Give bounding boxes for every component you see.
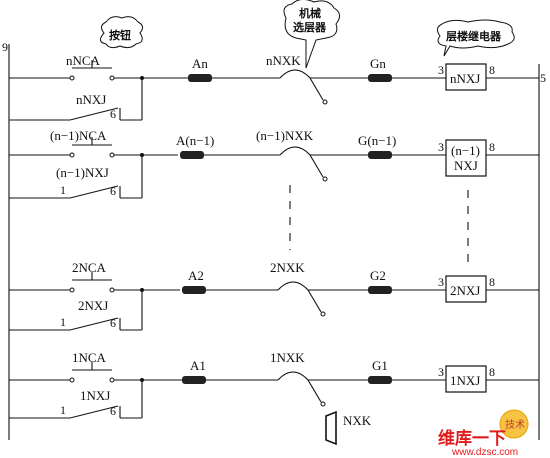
pin6-label: 6 — [110, 404, 116, 418]
pin6-label: 6 — [110, 184, 116, 198]
pin6-label: 6 — [110, 316, 116, 330]
relay-label: 2NXJ — [450, 283, 480, 298]
row-floor-n: nNCA nNXJ 6 An nNXK Gn nNXJ 3 8 — [9, 53, 539, 121]
selector-switch-2NXK — [277, 281, 326, 317]
floor-relay-callout: 层楼继电器 — [436, 19, 515, 57]
diode-A — [182, 376, 206, 384]
row-floor-1: 1NCA 1NXJ 1 6 A1 1NXK G1 1NXJ 3 8 — [9, 350, 539, 419]
diode-A — [188, 74, 212, 82]
contact-label: (n−1)NXJ — [56, 165, 109, 180]
relay-pin-right: 8 — [489, 140, 495, 154]
a-label: A2 — [188, 268, 204, 283]
relay-pin-left: 3 — [438, 140, 444, 154]
selector-label: nNXK — [266, 53, 301, 68]
selector-label: 2NXK — [270, 260, 305, 275]
relay-label: nNXJ — [450, 71, 480, 86]
pin1-label: 1 — [60, 183, 66, 197]
g-label: G(n−1) — [358, 133, 396, 148]
diode-G — [368, 286, 392, 294]
pin1-label: 1 — [60, 403, 66, 417]
g-label: Gn — [370, 56, 386, 71]
button-label: nNCA — [66, 53, 101, 68]
relay-label: 1NXJ — [450, 373, 480, 388]
a-label: An — [192, 56, 208, 71]
a-label: A(n−1) — [176, 133, 214, 148]
watermark-badge-icon — [499, 409, 529, 439]
selector-switch-n1NXK — [279, 146, 328, 182]
svg-text:维库一下: 维库一下 — [438, 428, 506, 449]
relay-box — [445, 63, 487, 91]
push-button-1NCA — [69, 362, 115, 383]
svg-text:机械: 机械 — [299, 6, 321, 20]
button-label: 2NCA — [72, 260, 107, 275]
left-terminal-label: 9 — [2, 40, 8, 54]
svg-text:www.dzsc.com: www.dzsc.com — [451, 447, 518, 458]
right-terminal-label: 5 — [540, 71, 546, 85]
g-label: G1 — [372, 358, 388, 373]
watermark: 技术 维库一下 www.dzsc.com — [438, 409, 529, 458]
svg-text:层楼继电器: 层楼继电器 — [445, 29, 502, 43]
diode-A — [180, 151, 204, 159]
relay-pin-right: 8 — [489, 275, 495, 289]
push-button-2NCA — [69, 272, 115, 293]
diode-G — [368, 376, 392, 384]
diode-G — [368, 74, 392, 82]
svg-text:技术: 技术 — [505, 418, 525, 431]
svg-text:选层器: 选层器 — [293, 20, 327, 34]
nxk-brush-symbol — [325, 410, 337, 446]
contact-label: 1NXJ — [80, 388, 110, 403]
selector-switch-1NXK — [277, 371, 326, 407]
svg-text:按钮: 按钮 — [109, 28, 131, 42]
diode-G — [368, 151, 392, 159]
relay-box — [445, 275, 487, 303]
pin1-label: 1 — [60, 315, 66, 329]
mechanical-selector-callout: 机械 选层器 — [283, 0, 340, 69]
relay-label-line2: NXJ — [454, 158, 478, 173]
row-floor-2: 2NCA 2NXJ 1 6 A2 2NXK G2 2NXJ 3 8 — [9, 260, 539, 331]
row-floor-n-minus-1: (n−1)NCA (n−1)NXJ 1 6 A(n−1) (n−1)NXK G(… — [9, 128, 539, 199]
button-label: (n−1)NCA — [50, 128, 107, 143]
nxk-label: NXK — [343, 413, 372, 428]
relay-box — [445, 139, 487, 177]
a-label: A1 — [190, 358, 206, 373]
button-label: 1NCA — [72, 350, 107, 365]
relay-pin-left: 3 — [438, 365, 444, 379]
diode-A — [182, 286, 206, 294]
relay-pin-left: 3 — [438, 275, 444, 289]
relay-box — [445, 365, 487, 393]
push-button-n1NCA — [69, 137, 115, 158]
contact-label: 2NXJ — [78, 298, 108, 313]
g-label: G2 — [370, 268, 386, 283]
contact-label: nNXJ — [76, 92, 106, 107]
relay-pin-left: 3 — [438, 63, 444, 77]
relay-pin-right: 8 — [489, 63, 495, 77]
button-callout: 按钮 — [100, 16, 144, 49]
relay-pin-right: 8 — [489, 365, 495, 379]
selector-switch-nNXK — [279, 69, 328, 105]
selector-label: (n−1)NXK — [256, 128, 314, 143]
pin6-label: 6 — [110, 107, 116, 121]
selector-label: 1NXK — [270, 350, 305, 365]
relay-label-line1: (n−1) — [451, 143, 480, 158]
